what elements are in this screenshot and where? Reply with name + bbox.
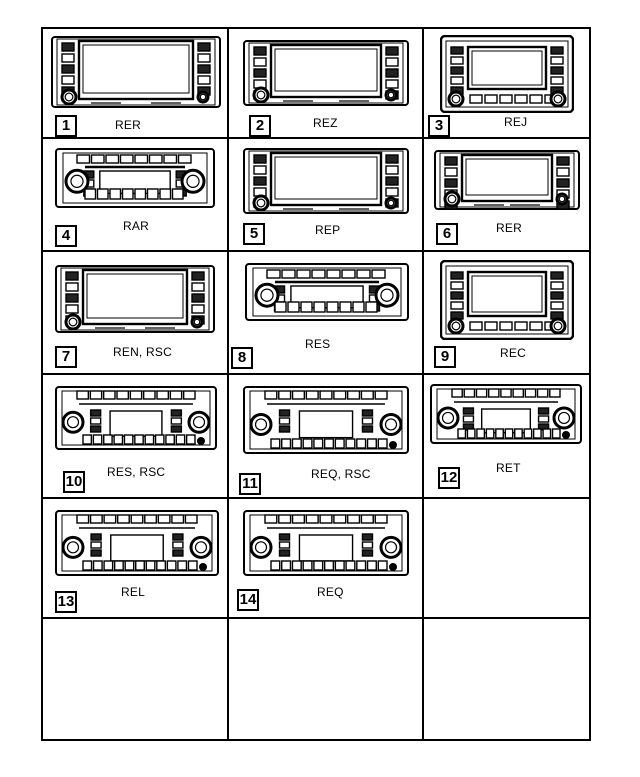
radio-cell: 4 RAR	[43, 139, 227, 250]
item-number-box: 7	[55, 346, 77, 368]
radio-unit-drawing	[243, 37, 409, 109]
radio-line-art	[51, 36, 221, 108]
radio-code-label: REZ	[313, 116, 338, 130]
radio-line-art	[243, 510, 409, 576]
radio-unit-drawing	[55, 507, 219, 579]
radio-cell: 14 REQ	[229, 499, 422, 617]
item-number-box: 3	[428, 115, 450, 137]
radio-code-label: RAR	[123, 219, 149, 233]
radio-code-label: REL	[121, 585, 145, 599]
radio-unit-drawing	[55, 383, 217, 453]
item-number-box: 2	[249, 115, 271, 137]
radio-unit-drawing	[243, 507, 409, 579]
radio-line-art	[245, 263, 409, 321]
radio-unit-drawing	[51, 33, 221, 111]
grid-divider-h1	[43, 137, 589, 139]
grid-divider-h5	[43, 617, 589, 619]
radio-unit-drawing	[434, 147, 580, 213]
radio-cell: 12 RET	[424, 375, 591, 497]
radio-cell: 7 REN, RSC	[43, 252, 227, 373]
radio-code-label: REJ	[504, 115, 528, 129]
radio-code-label: REP	[315, 223, 341, 237]
radio-cell: 6 RER	[424, 139, 591, 250]
radio-code-label: RER	[115, 118, 141, 132]
radio-line-art	[430, 384, 582, 444]
radio-unit-drawing	[245, 260, 409, 324]
item-number-box: 13	[55, 591, 77, 613]
radio-cell: 1 RER	[43, 29, 227, 137]
grid-divider-h4	[43, 497, 589, 499]
radio-line-art	[55, 148, 215, 208]
radio-cell: 8 RES	[229, 252, 422, 373]
radio-code-label: RES	[305, 337, 331, 351]
radio-code-label: REQ	[317, 585, 344, 599]
radio-line-art	[55, 386, 217, 450]
grid-divider-v2	[422, 29, 424, 739]
grid-divider-h3	[43, 373, 589, 375]
radio-unit-drawing	[439, 34, 575, 114]
radio-cell: 10 RES, RSC	[43, 375, 227, 497]
radio-cell: 11 REQ, RSC	[229, 375, 422, 497]
radio-code-label: REC	[500, 346, 526, 360]
item-number-box: 8	[231, 347, 253, 369]
radio-code-label: RES, RSC	[107, 465, 166, 479]
radio-line-art	[55, 265, 215, 333]
radio-line-art	[439, 34, 575, 114]
grid-divider-v1	[227, 29, 229, 739]
grid-divider-h2	[43, 250, 589, 252]
radio-unit-drawing	[243, 145, 409, 217]
item-number-box: 4	[55, 225, 77, 247]
item-number-box: 9	[434, 346, 456, 368]
item-number-box: 5	[243, 223, 265, 245]
radio-cell: 2 REZ	[229, 29, 422, 137]
item-number-box: 1	[55, 115, 77, 137]
radio-line-art	[434, 150, 580, 210]
radio-code-label: REN, RSC	[113, 345, 172, 359]
radio-code-label: REQ, RSC	[311, 467, 371, 481]
item-number-box: 10	[63, 471, 85, 493]
item-number-box: 6	[436, 223, 458, 245]
radio-unit-drawing	[55, 262, 215, 336]
radio-cell: 9 REC	[424, 252, 591, 373]
radio-line-art	[243, 386, 409, 454]
radio-cell: 5 REP	[229, 139, 422, 250]
radio-line-art	[243, 40, 409, 106]
radio-code-label: RER	[496, 221, 522, 235]
item-number-box: 12	[438, 467, 460, 489]
radio-catalog-grid: 1 RER 2 REZ 3 REJ 4 RAR 5 REP 6 RER 7 RE…	[41, 27, 591, 741]
radio-unit-drawing	[55, 145, 215, 211]
radio-line-art	[243, 148, 409, 214]
radio-unit-drawing	[439, 259, 575, 341]
item-number-box: 11	[239, 473, 261, 495]
radio-code-label: RET	[496, 461, 521, 475]
item-number-box: 14	[237, 589, 259, 611]
radio-line-art	[55, 510, 219, 576]
radio-unit-drawing	[430, 381, 582, 447]
radio-unit-drawing	[243, 383, 409, 457]
radio-line-art	[439, 259, 575, 341]
radio-cell: 3 REJ	[424, 29, 591, 137]
radio-cell: 13 REL	[43, 499, 227, 617]
